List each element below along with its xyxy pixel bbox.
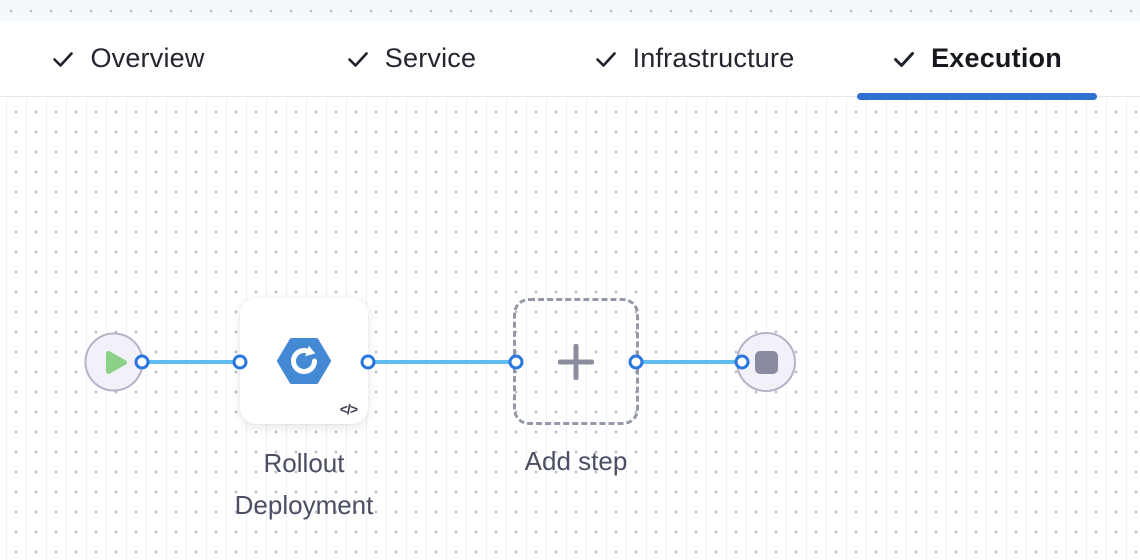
stage-tabbar: Overview Service Infrastructure Executio… — [0, 21, 1140, 100]
tab-overview[interactable]: Overview — [8, 21, 248, 96]
tab-label: Execution — [931, 43, 1062, 73]
check-icon — [892, 47, 916, 71]
tab-infrastructure[interactable]: Infrastructure — [574, 21, 814, 96]
connector-port[interactable] — [134, 354, 150, 370]
tab-service[interactable]: Service — [291, 21, 531, 96]
connector-port[interactable] — [628, 354, 644, 370]
step-node-rollout-deployment[interactable]: </> — [240, 298, 368, 424]
pipeline-start-node — [84, 332, 144, 392]
connector-port[interactable] — [508, 354, 524, 370]
check-icon — [51, 47, 75, 71]
connector-port[interactable] — [360, 354, 376, 370]
plus-icon — [558, 343, 594, 380]
connector-edge — [636, 360, 743, 364]
step-label-line2: Deployment — [234, 490, 374, 520]
pipeline-canvas[interactable]: </> Rollout Deployment Add step — [0, 98, 1140, 560]
connector-edge — [142, 360, 240, 364]
check-icon — [346, 47, 370, 71]
check-icon — [594, 47, 618, 71]
add-step-node[interactable] — [513, 298, 639, 425]
connector-port[interactable] — [734, 354, 750, 370]
play-icon — [106, 350, 127, 374]
connector-edge — [368, 360, 516, 364]
step-label-line1: Rollout — [263, 448, 345, 478]
gcp-rollout-icon — [277, 338, 331, 384]
add-step-label: Add step — [524, 446, 628, 476]
tab-execution[interactable]: Execution — [857, 21, 1097, 100]
step-node-label: Rollout Deployment — [235, 442, 374, 526]
tab-label: Service — [384, 43, 477, 73]
connector-port[interactable] — [232, 354, 248, 370]
code-icon: </> — [339, 401, 358, 417]
stop-icon — [754, 350, 778, 374]
canvas-top-strip — [0, 0, 1140, 21]
tab-label: Overview — [90, 43, 205, 73]
tab-label: Infrastructure — [632, 43, 795, 73]
